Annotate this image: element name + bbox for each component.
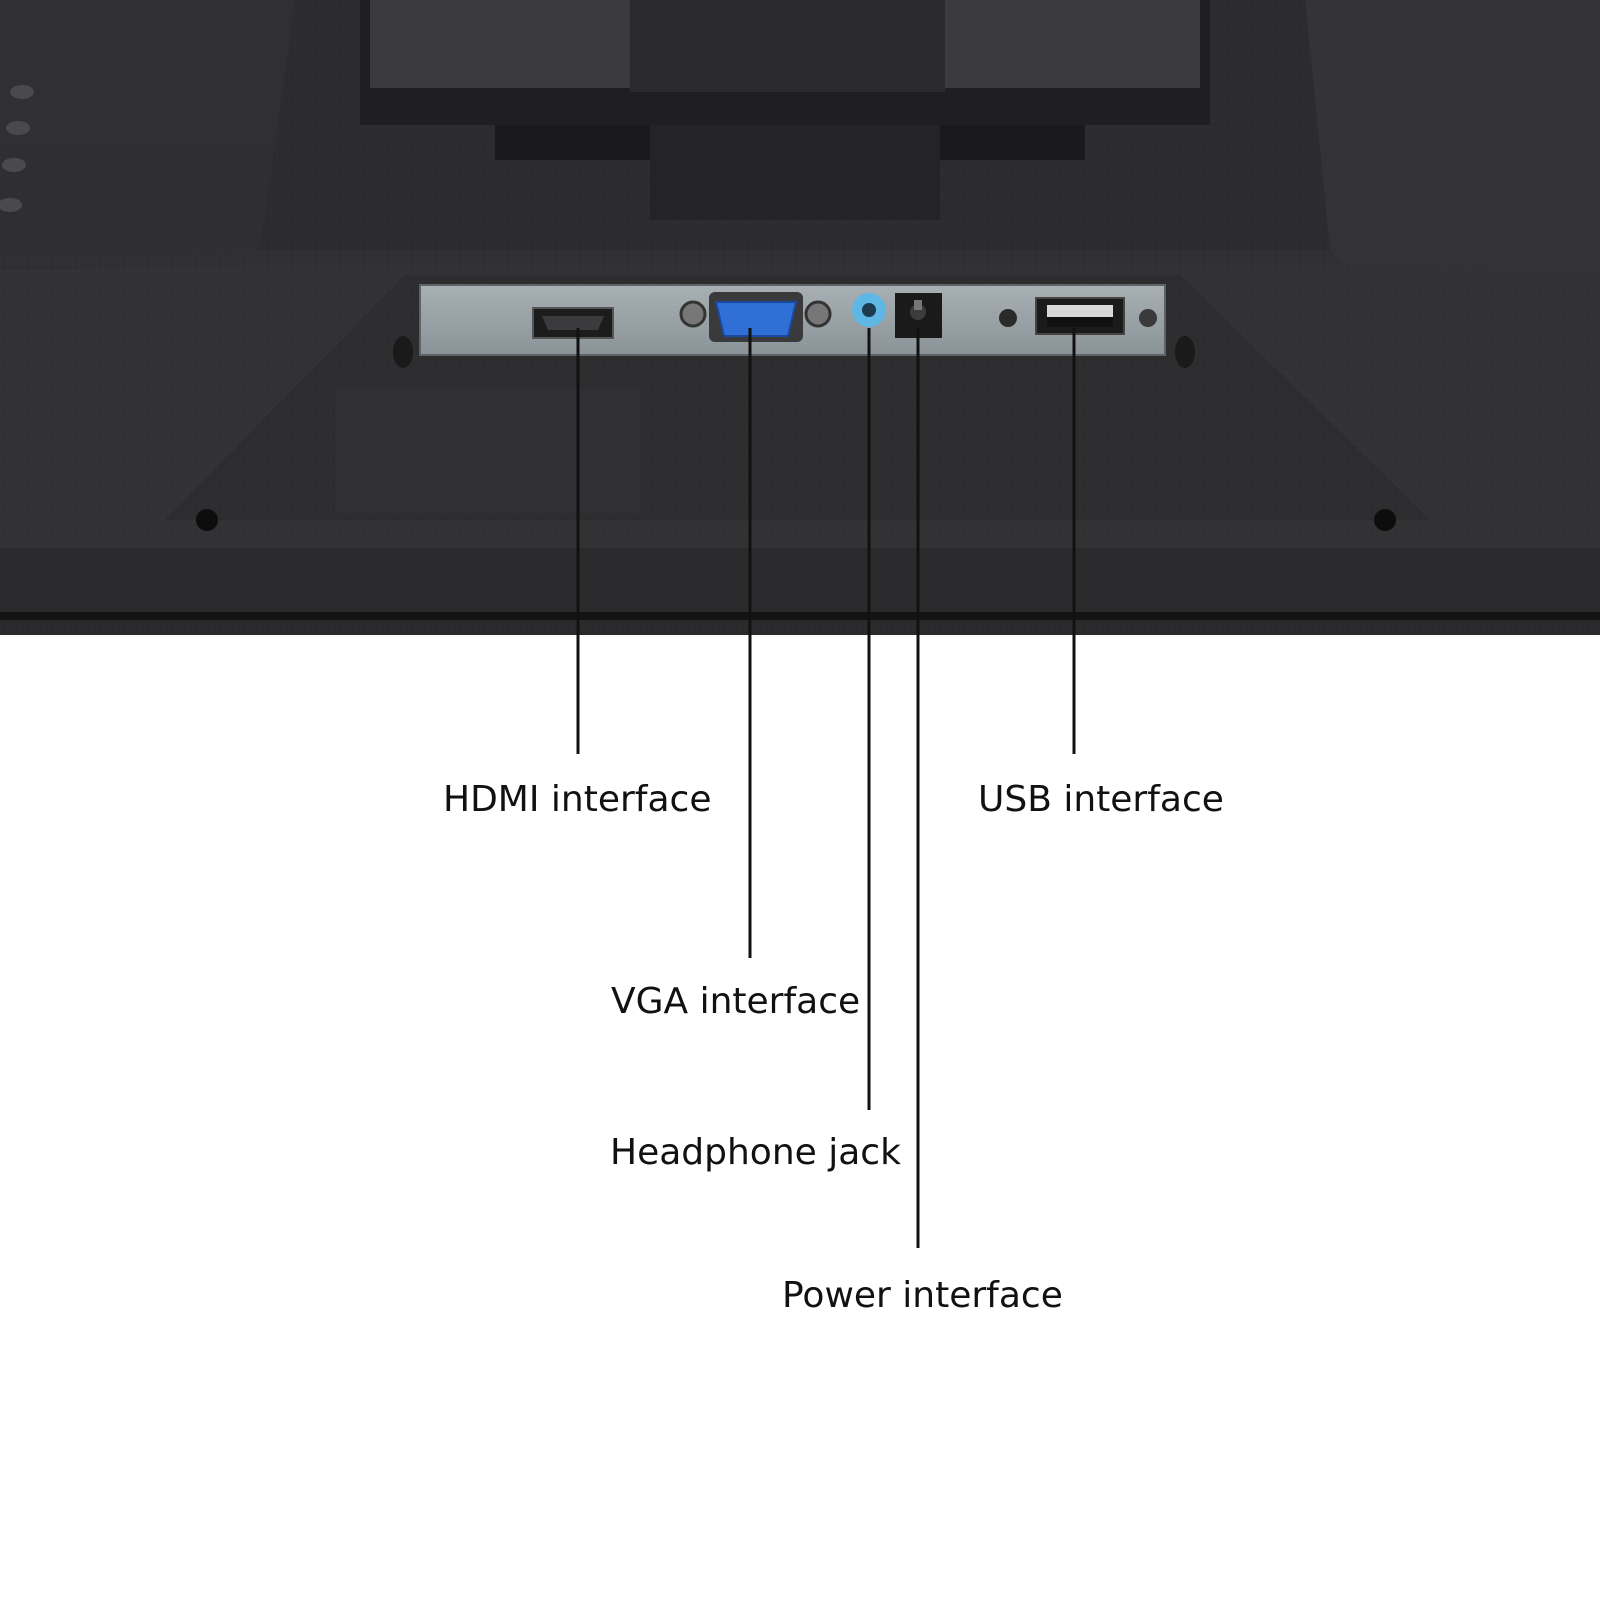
- headphone-jack-port: [852, 293, 886, 327]
- hdmi-interface-label: HDMI interface: [443, 779, 712, 820]
- leader-lines: [576, 328, 1076, 1248]
- vga-interface-label: VGA interface: [611, 981, 861, 1022]
- usb-port: [1035, 297, 1125, 335]
- vga-port: [679, 292, 832, 342]
- side-buttons: [0, 85, 34, 212]
- hdmi-port: [532, 307, 614, 339]
- usb-interface-label: USB interface: [978, 779, 1224, 820]
- power-interface-label: Power interface: [782, 1275, 1063, 1316]
- headphone-jack-label: Headphone jack: [610, 1132, 901, 1173]
